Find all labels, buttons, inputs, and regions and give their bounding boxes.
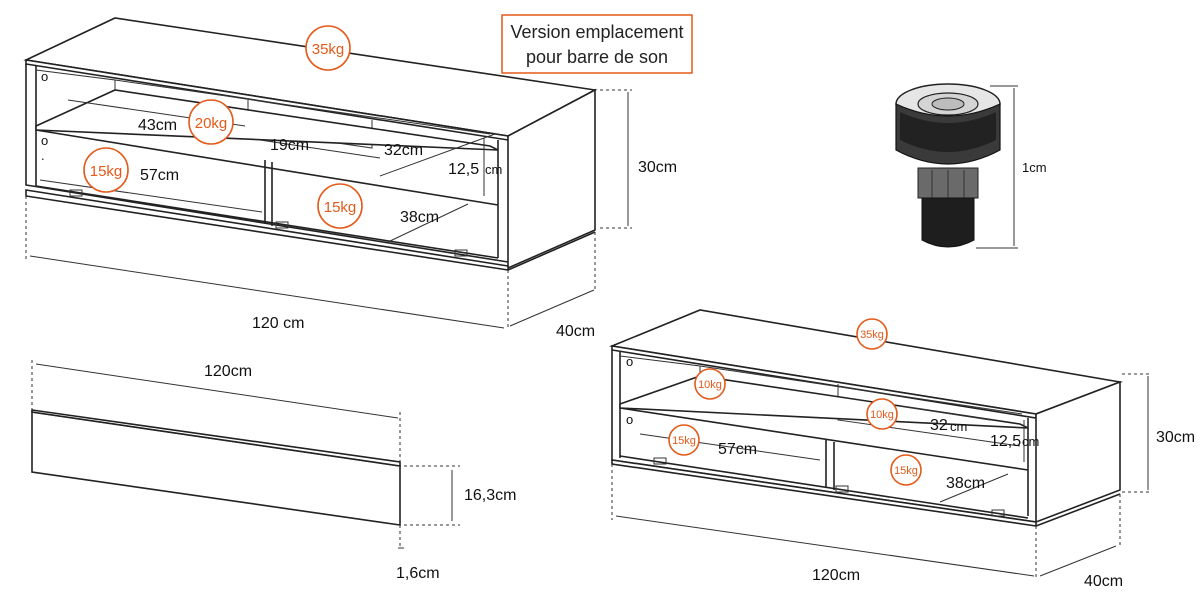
svg-text:o: o xyxy=(41,133,48,148)
b-weight-right-label: 15kg xyxy=(894,465,918,477)
weight-badge-right xyxy=(317,183,363,229)
dim-label-depth: 40cm xyxy=(556,323,595,340)
b-weight-badge-left xyxy=(668,424,700,456)
b-dim-label-width: 120cm xyxy=(812,567,860,584)
dim-arrow-panel-width xyxy=(35,363,399,419)
dim-label-38: 38cm xyxy=(400,209,439,226)
b-dim-label-12-5: 12,5 xyxy=(990,433,1021,450)
foot-height-label: 1cm xyxy=(1022,160,1047,175)
b-weight-upper-left-label: 10kg xyxy=(698,379,722,391)
dim-label-width: 120 cm xyxy=(252,315,304,332)
weight-badge-top xyxy=(305,25,351,71)
b-dim-label-height: 30cm xyxy=(1156,429,1195,446)
dim-label-12-5-unit: cm xyxy=(485,162,502,177)
b-dim-label-57: 57cm xyxy=(718,441,757,458)
b-dim-label-12-5-unit: cm xyxy=(1022,434,1039,449)
note-line-2: pour barre de son xyxy=(526,47,668,67)
weight-upper-label: 20kg xyxy=(195,115,228,132)
weight-left-label: 15kg xyxy=(90,163,123,180)
dim-label-43: 43cm xyxy=(138,117,177,134)
dim-arrow-32 xyxy=(379,133,496,177)
weight-badge-upper xyxy=(188,99,234,145)
b-weight-left-label: 15kg xyxy=(672,435,696,447)
b-dim-label-32: 32 xyxy=(930,417,948,434)
b-weight-badge-upper-left xyxy=(694,368,726,400)
adjustable-foot-drawing: 1cm xyxy=(895,83,1047,249)
front-panel-drawing: 120cm 16,3cm 1,6cm xyxy=(31,360,516,582)
cabinet-top-drawing: o o . xyxy=(23,17,632,330)
b-dim-label-38: 38cm xyxy=(946,475,985,492)
b-dim-label-32-unit: cm xyxy=(950,419,967,434)
dim-arrow-38 xyxy=(387,203,469,243)
dim-arrow-b-width xyxy=(615,515,1035,577)
dim-arrow-19 xyxy=(259,139,381,159)
weight-top-label: 35kg xyxy=(312,41,345,58)
dim-label-height: 30cm xyxy=(638,159,677,176)
b-weight-top-label: 35kg xyxy=(860,329,884,341)
panel-thickness-label: 1,6cm xyxy=(396,565,440,582)
dim-label-19: 19cm xyxy=(270,137,309,154)
dim-arrow-width xyxy=(29,255,505,329)
svg-text:o: o xyxy=(626,412,633,427)
b-weight-upper-right-label: 10kg xyxy=(870,409,894,421)
dim-arrow-b-depth xyxy=(1039,545,1117,577)
dim-arrow-b-32 xyxy=(899,405,991,421)
note-line-1: Version emplacement xyxy=(510,22,683,42)
soundbar-note: Version emplacement pour barre de son xyxy=(501,14,693,74)
b-weight-badge-upper-right xyxy=(866,398,898,430)
cabinet-bottom-labels: 35kg 10kg 10kg 15kg 15kg 32 cm 12,5 cm 5… xyxy=(668,318,1195,590)
panel-height-label: 16,3cm xyxy=(464,487,516,504)
svg-text:o: o xyxy=(626,354,633,369)
svg-text:o: o xyxy=(41,69,48,84)
dim-arrow-depth xyxy=(509,289,595,327)
dim-arrow-57 xyxy=(39,179,263,213)
dim-label-32: 32cm xyxy=(384,142,423,159)
note-box xyxy=(501,14,693,74)
b-dim-label-depth: 40cm xyxy=(1084,573,1123,590)
weight-right-label: 15kg xyxy=(324,199,357,216)
b-weight-badge-right xyxy=(890,454,922,486)
panel-width-label: 120cm xyxy=(204,363,252,380)
dim-label-57: 57cm xyxy=(140,167,179,184)
dim-label-12-5: 12,5 xyxy=(448,161,479,178)
b-weight-badge-top xyxy=(856,318,888,350)
cabinet-top-labels: 35kg 20kg 15kg 15kg 43cm 19cm 32cm 12,5 … xyxy=(83,25,677,340)
dim-arrow-b-38 xyxy=(939,473,1009,503)
cabinet-bottom-drawing: o o xyxy=(609,309,1152,580)
svg-text:.: . xyxy=(41,148,45,163)
weight-badge-left xyxy=(83,147,129,193)
